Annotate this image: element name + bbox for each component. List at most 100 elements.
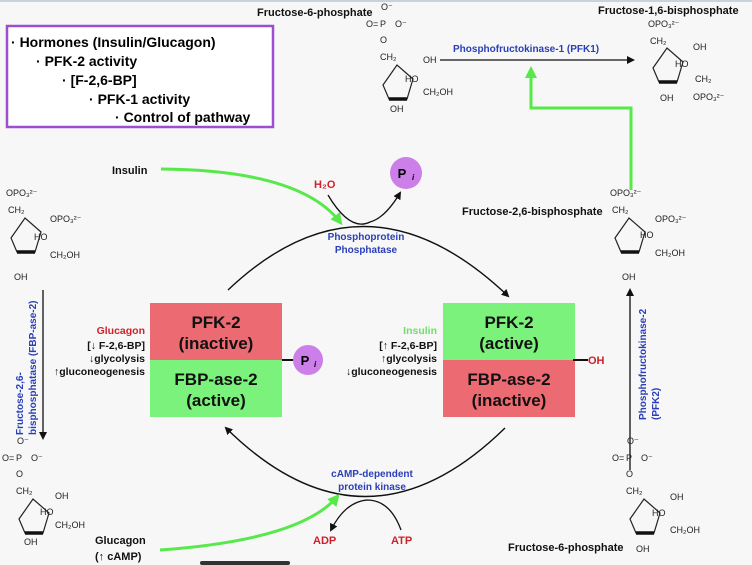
glucagon-state-label: Glucagon xyxy=(97,325,145,337)
glucagon-activation-arrow xyxy=(159,493,340,552)
pfk2-label-line2: (PFK2) xyxy=(651,388,662,420)
left-enzyme-state: PFK-2 (inactive) FBP-ase-2 (active) P i xyxy=(150,303,323,417)
svg-text:CH₂OH: CH₂OH xyxy=(423,87,453,97)
fructose-6-phosphate-bottom-right: O⁻ O= P O⁻ O CH₂ OH HO CH₂OH OH Fructose… xyxy=(508,436,700,554)
svg-text:HO: HO xyxy=(640,230,654,240)
insulin-state-label: Insulin xyxy=(403,325,437,337)
video-scrubber[interactable] xyxy=(200,561,290,565)
svg-text:i: i xyxy=(314,360,317,369)
bullet-3: [F-2,6-BP] xyxy=(71,72,137,88)
molecule-label: Fructose-6-phosphate xyxy=(508,542,624,554)
fbpase2-label-line1: Fructose-2,6- xyxy=(15,372,26,435)
svg-text:O=: O= xyxy=(366,19,378,29)
svg-text:OPO₃²⁻: OPO₃²⁻ xyxy=(655,214,687,224)
fructose-6-phosphate-bottom-left: O⁻ O= P O⁻ O CH₂ OH HO CH₂OH OH xyxy=(2,436,85,547)
svg-text:OH: OH xyxy=(670,492,684,502)
phosphatase-label-line2: Phosphatase xyxy=(335,245,398,256)
svg-text:· PFK-2 activity: · PFK-2 activity xyxy=(36,53,137,69)
svg-text:O⁻: O⁻ xyxy=(627,436,639,446)
svg-text:OPO₃²⁻: OPO₃²⁻ xyxy=(610,188,642,198)
bullet-4: PFK-1 activity xyxy=(98,91,191,107)
pfk1-label: Phosphofructokinase-1 (PFK1) xyxy=(453,44,599,55)
svg-text:OH: OH xyxy=(693,42,707,52)
fructose-6-phosphate-top: Fructose-6-phosphate O⁻ O= P O⁻ O CH₂ OH… xyxy=(257,2,453,114)
top-border xyxy=(0,0,752,2)
svg-text:OH: OH xyxy=(55,491,69,501)
svg-text:PFK-2: PFK-2 xyxy=(484,313,533,332)
svg-text:OH: OH xyxy=(390,104,404,114)
water-pi-arrow xyxy=(327,191,402,225)
pi-bound xyxy=(293,345,323,375)
svg-text:CH₂: CH₂ xyxy=(650,36,667,46)
bullet-5: Control of pathway xyxy=(124,109,251,125)
svg-text:HO: HO xyxy=(34,232,48,242)
svg-text:OH: OH xyxy=(24,537,38,547)
f26bp-activates-pfk1-arrow xyxy=(525,66,633,190)
svg-text:CH₂OH: CH₂OH xyxy=(55,520,85,530)
svg-text:HO: HO xyxy=(405,74,419,84)
bullet-1: Hormones (Insulin/Glucagon) xyxy=(20,34,216,50)
molecule-label: Fructose-6-phosphate xyxy=(257,7,373,19)
svg-text:P: P xyxy=(398,166,407,181)
svg-text:CH₂OH: CH₂OH xyxy=(670,525,700,535)
atp-label: ATP xyxy=(391,535,412,547)
svg-text:O=: O= xyxy=(2,453,14,463)
pi-released: P i xyxy=(390,157,422,189)
svg-text:[↓ F-2,6-BP]: [↓ F-2,6-BP] xyxy=(87,340,145,352)
svg-text:FBP-ase-2: FBP-ase-2 xyxy=(174,370,257,389)
phosphatase-label-line1: Phosphoprotein xyxy=(328,232,405,243)
svg-text:↑glycolysis: ↑glycolysis xyxy=(381,353,437,365)
svg-text:P: P xyxy=(380,19,386,29)
svg-text:(inactive): (inactive) xyxy=(179,334,254,353)
svg-text:O⁻: O⁻ xyxy=(31,453,43,463)
svg-text:OPO₃²⁻: OPO₃²⁻ xyxy=(50,214,82,224)
svg-text:P: P xyxy=(301,353,310,368)
svg-text:· Control of pathway: · Control of pathway xyxy=(115,109,251,125)
svg-text:OPO₃²⁻: OPO₃²⁻ xyxy=(693,92,725,102)
svg-text:OH: OH xyxy=(14,272,28,282)
camp-label: (↑ cAMP) xyxy=(95,551,142,563)
svg-text:O: O xyxy=(16,469,23,479)
svg-text:↑gluconeogenesis: ↑gluconeogenesis xyxy=(54,366,145,378)
hormone-hierarchy-box: · Hormones (Insulin/Glucagon) · PFK-2 ac… xyxy=(5,24,275,129)
atp-adp-arrow xyxy=(330,499,402,532)
svg-text:OH: OH xyxy=(636,544,650,554)
svg-text:CH₂: CH₂ xyxy=(626,486,643,496)
svg-text:CH₂: CH₂ xyxy=(16,486,33,496)
fructose-2-6-bisphosphate-left: OPO₃²⁻ CH₂ OPO₃²⁻ HO CH₂OH OH xyxy=(6,188,82,282)
glucagon-bottom-label: Glucagon xyxy=(95,535,146,547)
molecule-label: Fructose-2,6-bisphosphate xyxy=(462,206,603,218)
kinase-label-line1: cAMP-dependent xyxy=(331,469,413,480)
svg-text:· [F-2,6-BP]: · [F-2,6-BP] xyxy=(62,72,137,88)
svg-text:OH: OH xyxy=(588,355,605,367)
adp-label: ADP xyxy=(313,535,336,547)
svg-text:P: P xyxy=(626,453,632,463)
svg-text:O⁻: O⁻ xyxy=(17,436,29,446)
dephosphorylation-arc xyxy=(227,225,510,298)
phosphorylation-arc xyxy=(224,426,506,498)
kinase-label-line2: protein kinase xyxy=(338,482,406,493)
svg-text:i: i xyxy=(412,173,415,182)
svg-text:HO: HO xyxy=(652,508,666,518)
svg-text:CH₂: CH₂ xyxy=(8,205,25,215)
svg-text:O: O xyxy=(380,35,387,45)
bullet-2: PFK-2 activity xyxy=(45,53,138,69)
svg-text:OPO₃²⁻: OPO₃²⁻ xyxy=(6,188,38,198)
svg-text:(inactive): (inactive) xyxy=(472,391,547,410)
svg-text:O⁻: O⁻ xyxy=(381,2,393,12)
svg-text:OH: OH xyxy=(622,272,636,282)
svg-text:OH: OH xyxy=(423,55,437,65)
svg-text:O=: O= xyxy=(612,453,624,463)
svg-text:CH₂OH: CH₂OH xyxy=(655,248,685,258)
svg-text:HO: HO xyxy=(40,507,54,517)
svg-text:OPO₃²⁻: OPO₃²⁻ xyxy=(648,19,680,29)
svg-text:· PFK-1 activity: · PFK-1 activity xyxy=(89,91,190,107)
insulin-label: Insulin xyxy=(112,165,148,177)
h2o-label: H₂O xyxy=(314,179,336,191)
svg-text:CH₂: CH₂ xyxy=(695,74,712,84)
molecule-label: Fructose-1,6-bisphosphate xyxy=(598,5,739,17)
fructose-1-6-bisphosphate: Fructose-1,6-bisphosphate OPO₃²⁻ CH₂ OH … xyxy=(598,5,739,103)
svg-text:P: P xyxy=(16,453,22,463)
fructose-2-6-bisphosphate-right: Fructose-2,6-bisphosphate OPO₃²⁻ CH₂ OPO… xyxy=(462,188,687,282)
